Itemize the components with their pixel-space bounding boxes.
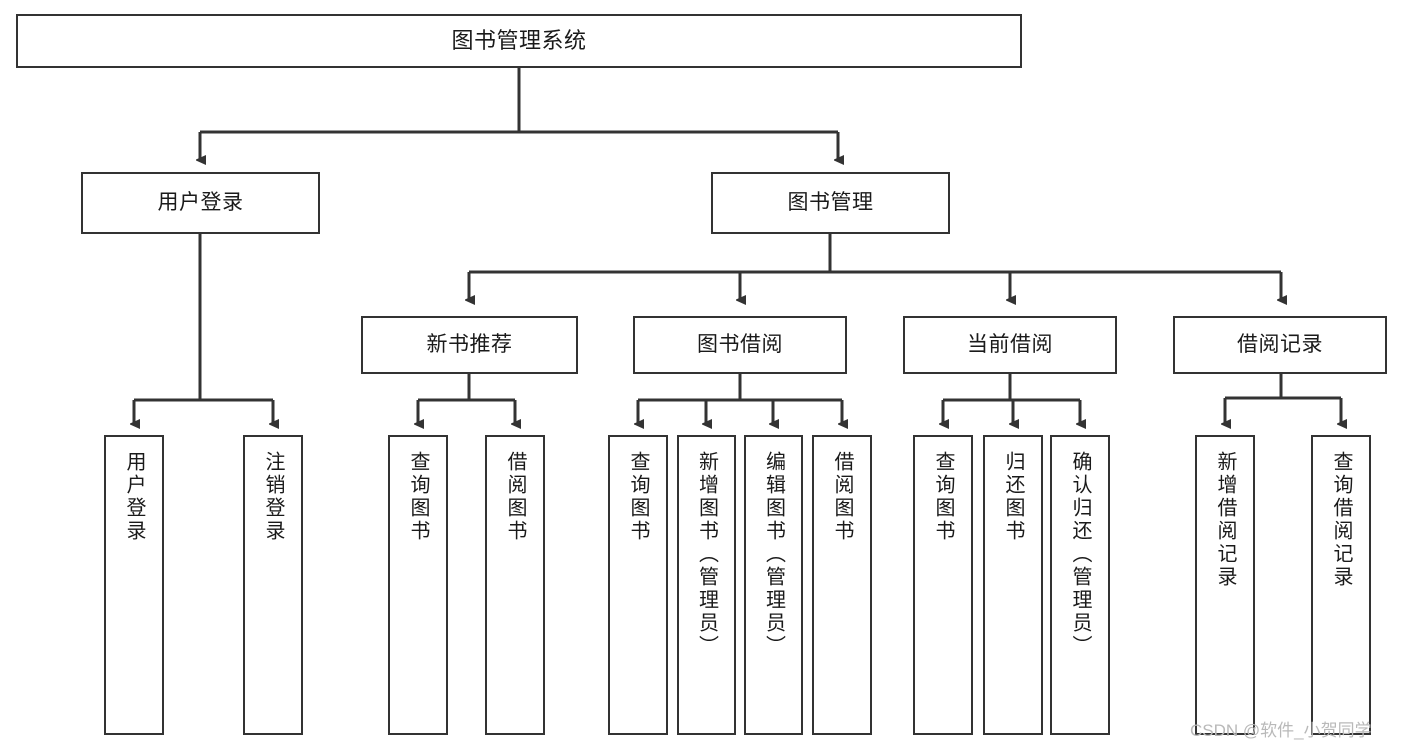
node-leaf-add-book[interactable]: 新增图书（管理员） (677, 435, 736, 735)
node-user-login-label: 用户登录 (157, 190, 244, 214)
node-leaf-query-record[interactable]: 查询借阅记录 (1311, 435, 1371, 735)
node-leaf-borrow-book-1[interactable]: 借阅图书 (485, 435, 545, 735)
node-borrow-record[interactable]: 借阅记录 (1173, 316, 1387, 374)
node-leaf-query-book-2[interactable]: 查询图书 (608, 435, 668, 735)
node-user-login[interactable]: 用户登录 (81, 172, 320, 234)
node-leaf-user-logout[interactable]: 注销登录 (243, 435, 303, 735)
node-leaf-edit-book[interactable]: 编辑图书（管理员） (744, 435, 803, 735)
node-current-borrow[interactable]: 当前借阅 (903, 316, 1117, 374)
node-new-book-recommend[interactable]: 新书推荐 (361, 316, 578, 374)
node-leaf-query-book-3[interactable]: 查询图书 (913, 435, 973, 735)
node-book-borrow-label: 图书借阅 (697, 332, 783, 356)
node-leaf-query-record-label: 查询借阅记录 (1330, 451, 1352, 589)
node-leaf-query-book-1-label: 查询图书 (407, 451, 429, 543)
csdn-watermark: CSDN @软件_小贺同学 (1190, 721, 1372, 740)
node-leaf-return-book[interactable]: 归还图书 (983, 435, 1043, 735)
node-leaf-query-book-2-label: 查询图书 (627, 451, 649, 543)
node-leaf-borrow-book-1-label: 借阅图书 (504, 451, 526, 543)
node-leaf-add-record[interactable]: 新增借阅记录 (1195, 435, 1255, 735)
node-leaf-borrow-book-2[interactable]: 借阅图书 (812, 435, 872, 735)
node-book-manage[interactable]: 图书管理 (711, 172, 950, 234)
node-leaf-user-login[interactable]: 用户登录 (104, 435, 164, 735)
node-leaf-query-book-3-label: 查询图书 (932, 451, 954, 543)
node-borrow-record-label: 借阅记录 (1237, 332, 1323, 356)
node-root-label: 图书管理系统 (451, 28, 587, 54)
node-leaf-confirm-return[interactable]: 确认归还（管理员） (1050, 435, 1110, 735)
node-book-borrow[interactable]: 图书借阅 (633, 316, 847, 374)
node-leaf-confirm-return-label: 确认归还（管理员） (1069, 451, 1091, 658)
node-new-book-recommend-label: 新书推荐 (426, 332, 513, 356)
node-leaf-edit-book-label: 编辑图书（管理员） (762, 451, 785, 658)
node-root[interactable]: 图书管理系统 (16, 14, 1022, 68)
node-book-manage-label: 图书管理 (787, 190, 874, 214)
node-leaf-borrow-book-2-label: 借阅图书 (831, 451, 853, 543)
node-leaf-add-record-label: 新增借阅记录 (1214, 451, 1236, 589)
node-current-borrow-label: 当前借阅 (967, 332, 1053, 356)
node-leaf-user-logout-label: 注销登录 (262, 451, 284, 543)
node-leaf-user-login-label: 用户登录 (123, 451, 145, 543)
node-leaf-query-book-1[interactable]: 查询图书 (388, 435, 448, 735)
node-leaf-return-book-label: 归还图书 (1002, 451, 1024, 543)
node-leaf-add-book-label: 新增图书（管理员） (695, 451, 718, 658)
